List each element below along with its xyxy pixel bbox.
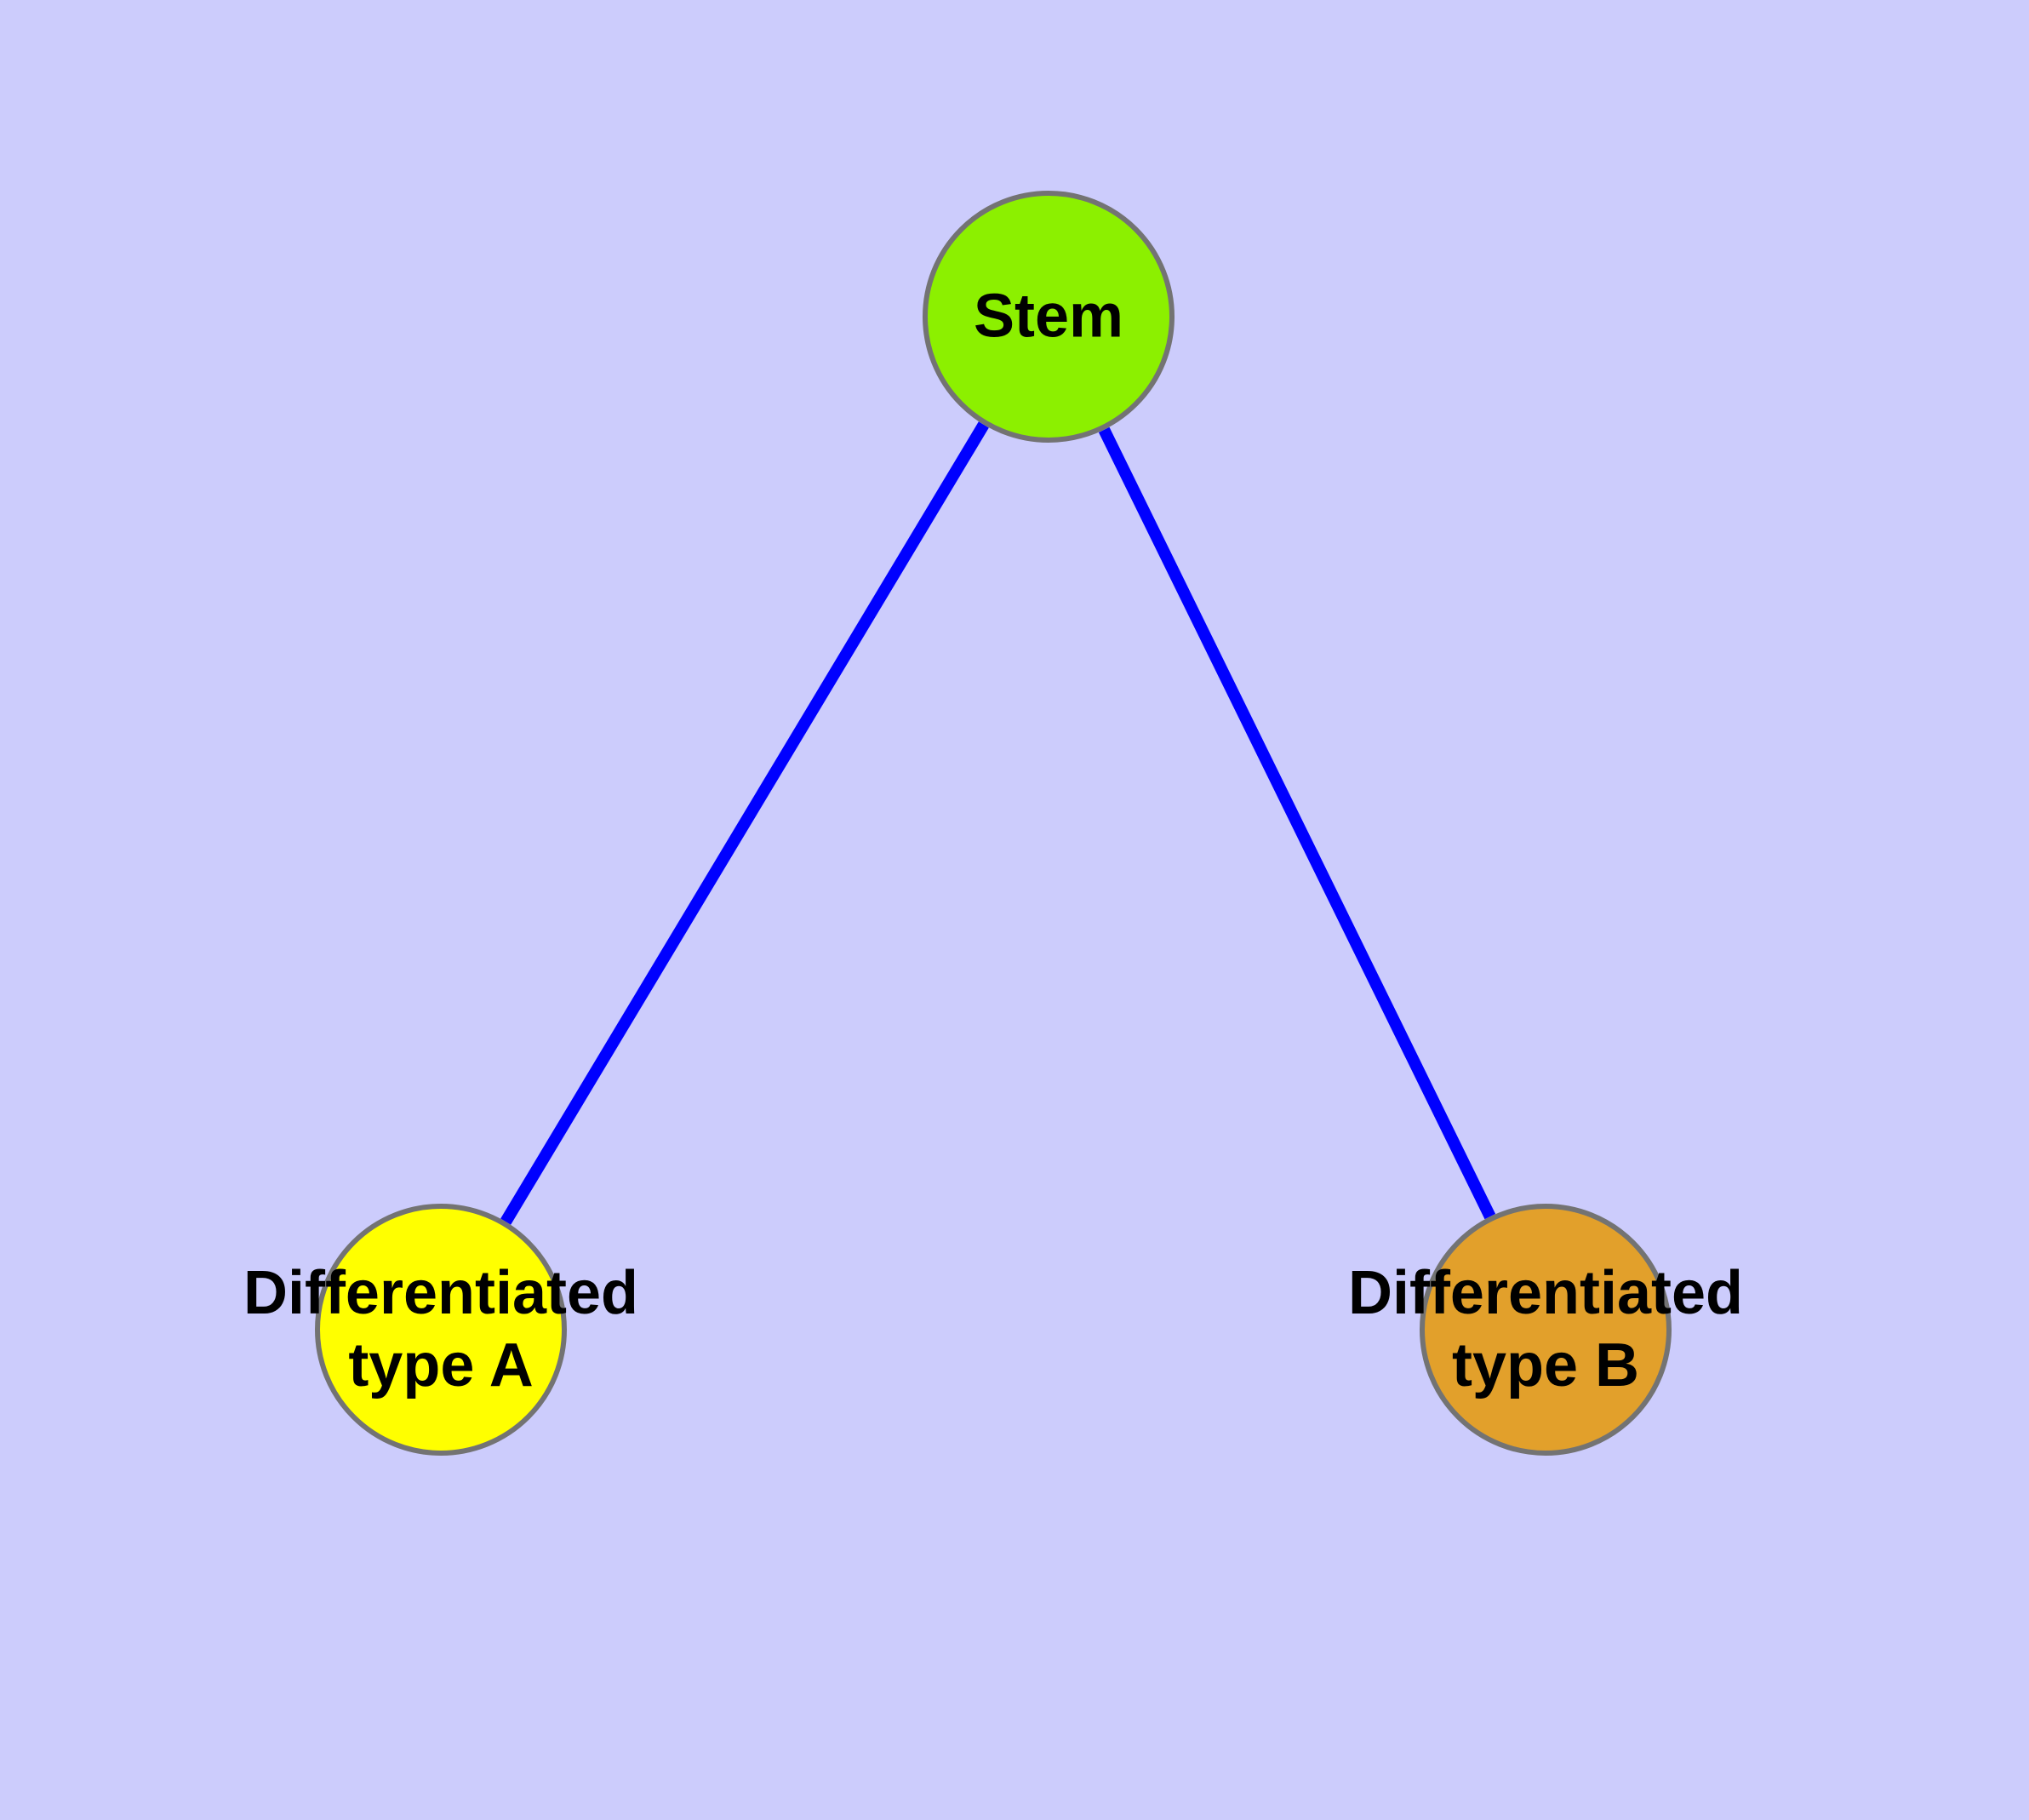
- node-layer: [315, 191, 1672, 1456]
- edge-layer: [500, 421, 1496, 1225]
- node-diff_b[interactable]: [1420, 1204, 1672, 1456]
- node-stem[interactable]: [923, 191, 1175, 443]
- edge-stem-to-diff_a: [500, 421, 989, 1225]
- node-diff_a[interactable]: [315, 1204, 567, 1456]
- edge-stem-to-diff_b: [1098, 426, 1496, 1220]
